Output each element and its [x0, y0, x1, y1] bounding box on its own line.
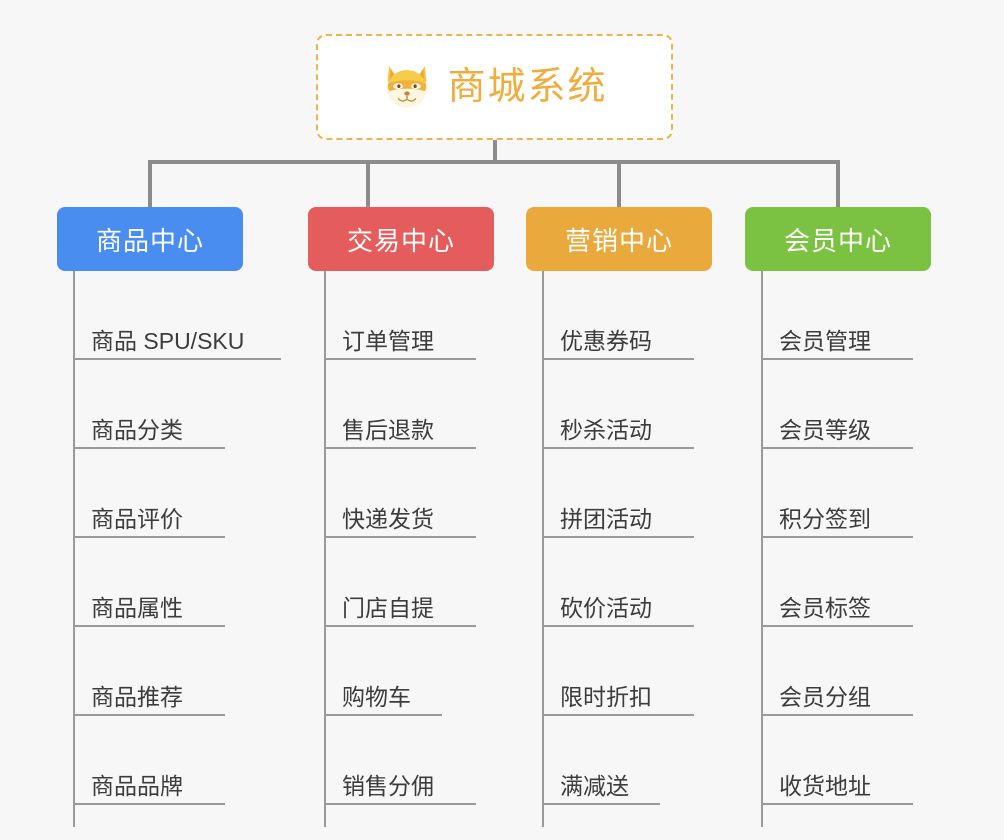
- root-node[interactable]: 商城系统: [316, 34, 673, 140]
- leaf-item[interactable]: 收货地址: [761, 716, 965, 805]
- leaf-list-trade-center: 订单管理 售后退款 快递发货 门店自提 购物车 销售分佣: [324, 271, 528, 805]
- leaf-label: 订单管理: [342, 328, 434, 355]
- leaf-label: 售后退款: [342, 417, 434, 444]
- connector-drop-trade-center: [366, 160, 370, 207]
- leaf-item[interactable]: 拼团活动: [542, 449, 746, 538]
- leaf-label: 限时折扣: [560, 684, 652, 711]
- leaf-label: 购物车: [342, 684, 411, 711]
- leaf-item[interactable]: 商品分类: [73, 360, 277, 449]
- leaf-item[interactable]: 会员管理: [761, 271, 965, 360]
- leaf-label: 积分签到: [779, 506, 871, 533]
- leaf-item[interactable]: 订单管理: [324, 271, 528, 360]
- branch-label: 交易中心: [346, 225, 455, 256]
- leaf-label: 商品评价: [91, 506, 183, 533]
- leaf-item[interactable]: 会员标签: [761, 538, 965, 627]
- leaf-list-marketing-center: 优惠券码 秒杀活动 拼团活动 砍价活动 限时折扣 满减送: [542, 271, 746, 805]
- leaf-label: 商品品牌: [91, 773, 183, 800]
- connector-drop-product-center: [148, 160, 152, 207]
- leaf-item[interactable]: 售后退款: [324, 360, 528, 449]
- root-label: 商城系统: [447, 66, 608, 108]
- leaf-list-member-center: 会员管理 会员等级 积分签到 会员标签 会员分组 收货地址: [761, 271, 965, 805]
- leaf-item[interactable]: 限时折扣: [542, 627, 746, 716]
- branch-marketing-center: 营销中心 优惠券码 秒杀活动 拼团活动 砍价活动 限时折扣 满减送: [526, 207, 746, 827]
- leaf-item[interactable]: 砍价活动: [542, 538, 746, 627]
- leaf-label: 销售分佣: [342, 773, 434, 800]
- leaf-item[interactable]: 优惠券码: [542, 271, 746, 360]
- branch-trade-center: 交易中心 订单管理 售后退款 快递发货 门店自提 购物车 销售分佣: [308, 207, 528, 827]
- leaf-label: 会员管理: [779, 328, 871, 355]
- branch-label: 营销中心: [564, 225, 673, 256]
- leaf-item[interactable]: 商品评价: [73, 449, 277, 538]
- branch-spine: [761, 271, 763, 827]
- leaf-item[interactable]: 商品 SPU/SKU: [73, 271, 281, 360]
- leaf-item[interactable]: 积分签到: [761, 449, 965, 538]
- leaf-label: 会员分组: [779, 684, 871, 711]
- leaf-item[interactable]: 商品属性: [73, 538, 277, 627]
- branch-spine: [324, 271, 326, 827]
- leaf-item[interactable]: 满减送: [542, 716, 746, 805]
- branch-product-center: 商品中心 商品 SPU/SKU 商品分类 商品评价 商品属性 商品推荐 商品品牌: [57, 207, 281, 827]
- leaf-item[interactable]: 会员等级: [761, 360, 965, 449]
- leaf-label: 满减送: [560, 773, 629, 800]
- leaf-item[interactable]: 会员分组: [761, 627, 965, 716]
- connector-drop-member-center: [836, 160, 840, 207]
- leaf-item[interactable]: 购物车: [324, 627, 528, 716]
- leaf-label: 优惠券码: [560, 328, 652, 355]
- branch-header-marketing-center[interactable]: 营销中心: [526, 207, 712, 271]
- shiba-dog-face-icon: [387, 65, 427, 108]
- leaf-item[interactable]: 商品推荐: [73, 627, 277, 716]
- branch-member-center: 会员中心 会员管理 会员等级 积分签到 会员标签 会员分组 收货地址: [745, 207, 965, 827]
- branch-spine: [73, 271, 75, 827]
- leaf-label: 商品属性: [91, 595, 183, 622]
- branch-label: 会员中心: [783, 225, 892, 256]
- branch-header-product-center[interactable]: 商品中心: [57, 207, 243, 271]
- leaf-label: 砍价活动: [560, 595, 652, 622]
- branch-spine: [542, 271, 544, 827]
- leaf-label: 拼团活动: [560, 506, 652, 533]
- leaf-label: 商品 SPU/SKU: [91, 328, 245, 355]
- branch-header-member-center[interactable]: 会员中心: [745, 207, 931, 271]
- leaf-label: 秒杀活动: [560, 417, 652, 444]
- branch-header-trade-center[interactable]: 交易中心: [308, 207, 494, 271]
- leaf-item[interactable]: 商品品牌: [73, 716, 277, 805]
- leaf-label: 会员标签: [779, 595, 871, 622]
- leaf-label: 收货地址: [779, 773, 871, 800]
- leaf-item[interactable]: 销售分佣: [324, 716, 528, 805]
- leaf-item[interactable]: 门店自提: [324, 538, 528, 627]
- leaf-item[interactable]: 快递发货: [324, 449, 528, 538]
- leaf-label: 快递发货: [342, 506, 434, 533]
- leaf-label: 商品分类: [91, 417, 183, 444]
- leaf-label: 会员等级: [779, 417, 871, 444]
- leaf-item[interactable]: 秒杀活动: [542, 360, 746, 449]
- leaf-label: 门店自提: [342, 595, 434, 622]
- connector-root-stem: [493, 140, 497, 164]
- connector-drop-marketing-center: [617, 160, 621, 207]
- connector-horizontal-bar: [148, 160, 840, 164]
- branch-label: 商品中心: [95, 225, 204, 256]
- leaf-label: 商品推荐: [91, 684, 183, 711]
- leaf-list-product-center: 商品 SPU/SKU 商品分类 商品评价 商品属性 商品推荐 商品品牌: [73, 271, 281, 805]
